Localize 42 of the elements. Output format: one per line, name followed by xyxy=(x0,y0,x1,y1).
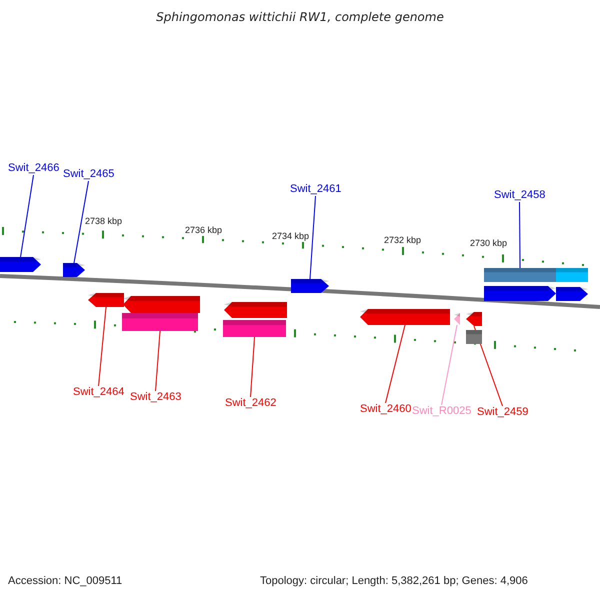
leader-line xyxy=(74,180,89,264)
gene-label: Swit_R0025 xyxy=(412,405,472,418)
gene-label: Swit_2458 xyxy=(494,189,546,202)
accession-text: Accession: NC_009511 xyxy=(8,575,122,588)
gene-feature xyxy=(63,263,85,277)
title: Sphingomonas wittichii RW1, complete genome xyxy=(155,10,445,24)
gene-feature xyxy=(224,302,287,318)
scale-label: 2736 kbp xyxy=(185,225,222,236)
gene-feature xyxy=(291,279,329,293)
gene-label: Swit_2460 xyxy=(360,403,412,416)
gene-feature xyxy=(466,312,482,326)
feature-bar xyxy=(466,330,482,344)
feature-bar xyxy=(484,268,556,282)
gene-feature xyxy=(88,293,124,307)
leader-line xyxy=(250,336,255,398)
gene-feature xyxy=(0,257,41,272)
scale-label: 2730 kbp xyxy=(470,238,508,249)
gene-label: Swit_2464 xyxy=(73,386,124,400)
gene-label: Swit_2462 xyxy=(225,397,276,410)
leader-line xyxy=(155,330,160,392)
scale-label: 2732 kbp xyxy=(384,235,422,246)
feature-bar xyxy=(556,268,588,282)
leader-line xyxy=(474,326,503,406)
leader-line xyxy=(98,306,106,386)
gene-label: Swit_2465 xyxy=(63,168,114,182)
scale-label: 2734 kbp xyxy=(272,231,310,242)
leader-line xyxy=(519,202,520,268)
gene-feature xyxy=(556,287,588,301)
leader-line xyxy=(20,174,34,258)
feature-bar xyxy=(223,320,286,337)
leader-line xyxy=(441,324,458,406)
gene-label: Swit_2461 xyxy=(290,183,342,196)
gene-label: Swit_2466 xyxy=(8,162,60,176)
leader-line xyxy=(310,196,316,280)
leader-line xyxy=(385,324,406,404)
genome-info-text: Topology: circular; Length: 5,382,261 bp; Genes: 4,906 xyxy=(260,575,528,588)
gene-label: Swit_2463 xyxy=(130,391,182,404)
gene-feature xyxy=(454,313,460,325)
scale-label: 2738 kbp xyxy=(85,216,122,227)
gene-feature xyxy=(360,309,450,325)
gene-label: Swit_2459 xyxy=(477,406,528,420)
feature-bar xyxy=(122,313,198,331)
